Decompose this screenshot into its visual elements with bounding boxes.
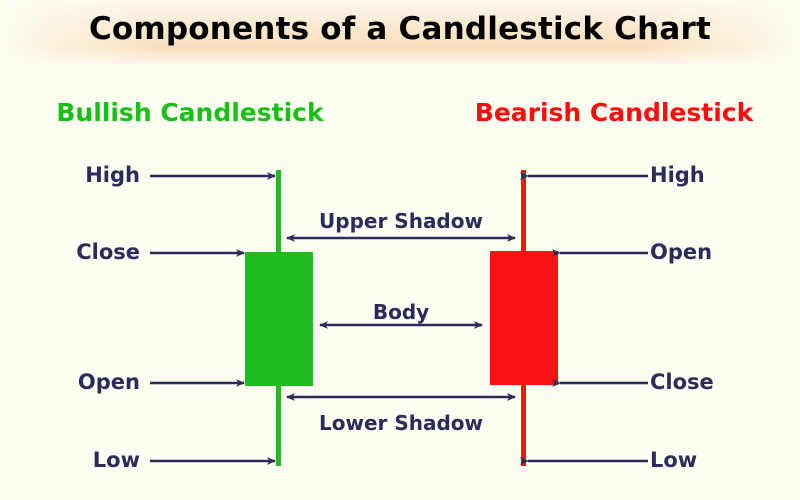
bullish-label-low: Low xyxy=(92,448,140,472)
bearish-label-high: High xyxy=(650,163,705,187)
annotation-lower-shadow: Lower Shadow xyxy=(318,411,484,435)
bullish-heading: Bullish Candlestick xyxy=(56,98,324,127)
bearish-label-open: Open xyxy=(650,240,713,264)
bullish-body xyxy=(245,252,313,386)
bullish-label-high: High xyxy=(85,163,140,187)
bearish-body xyxy=(490,251,558,385)
title-band xyxy=(0,0,800,64)
page-title: Components of a Candlestick Chart xyxy=(88,11,712,47)
bullish-label-close: Close xyxy=(76,240,140,264)
annotation-upper-shadow: Upper Shadow xyxy=(319,209,483,233)
bearish-label-low: Low xyxy=(650,448,698,472)
bearish-heading: Bearish Candlestick xyxy=(474,98,754,127)
bullish-label-open: Open xyxy=(77,370,140,394)
bearish-label-close: Close xyxy=(650,370,714,394)
annotation-body: Body xyxy=(372,300,430,324)
